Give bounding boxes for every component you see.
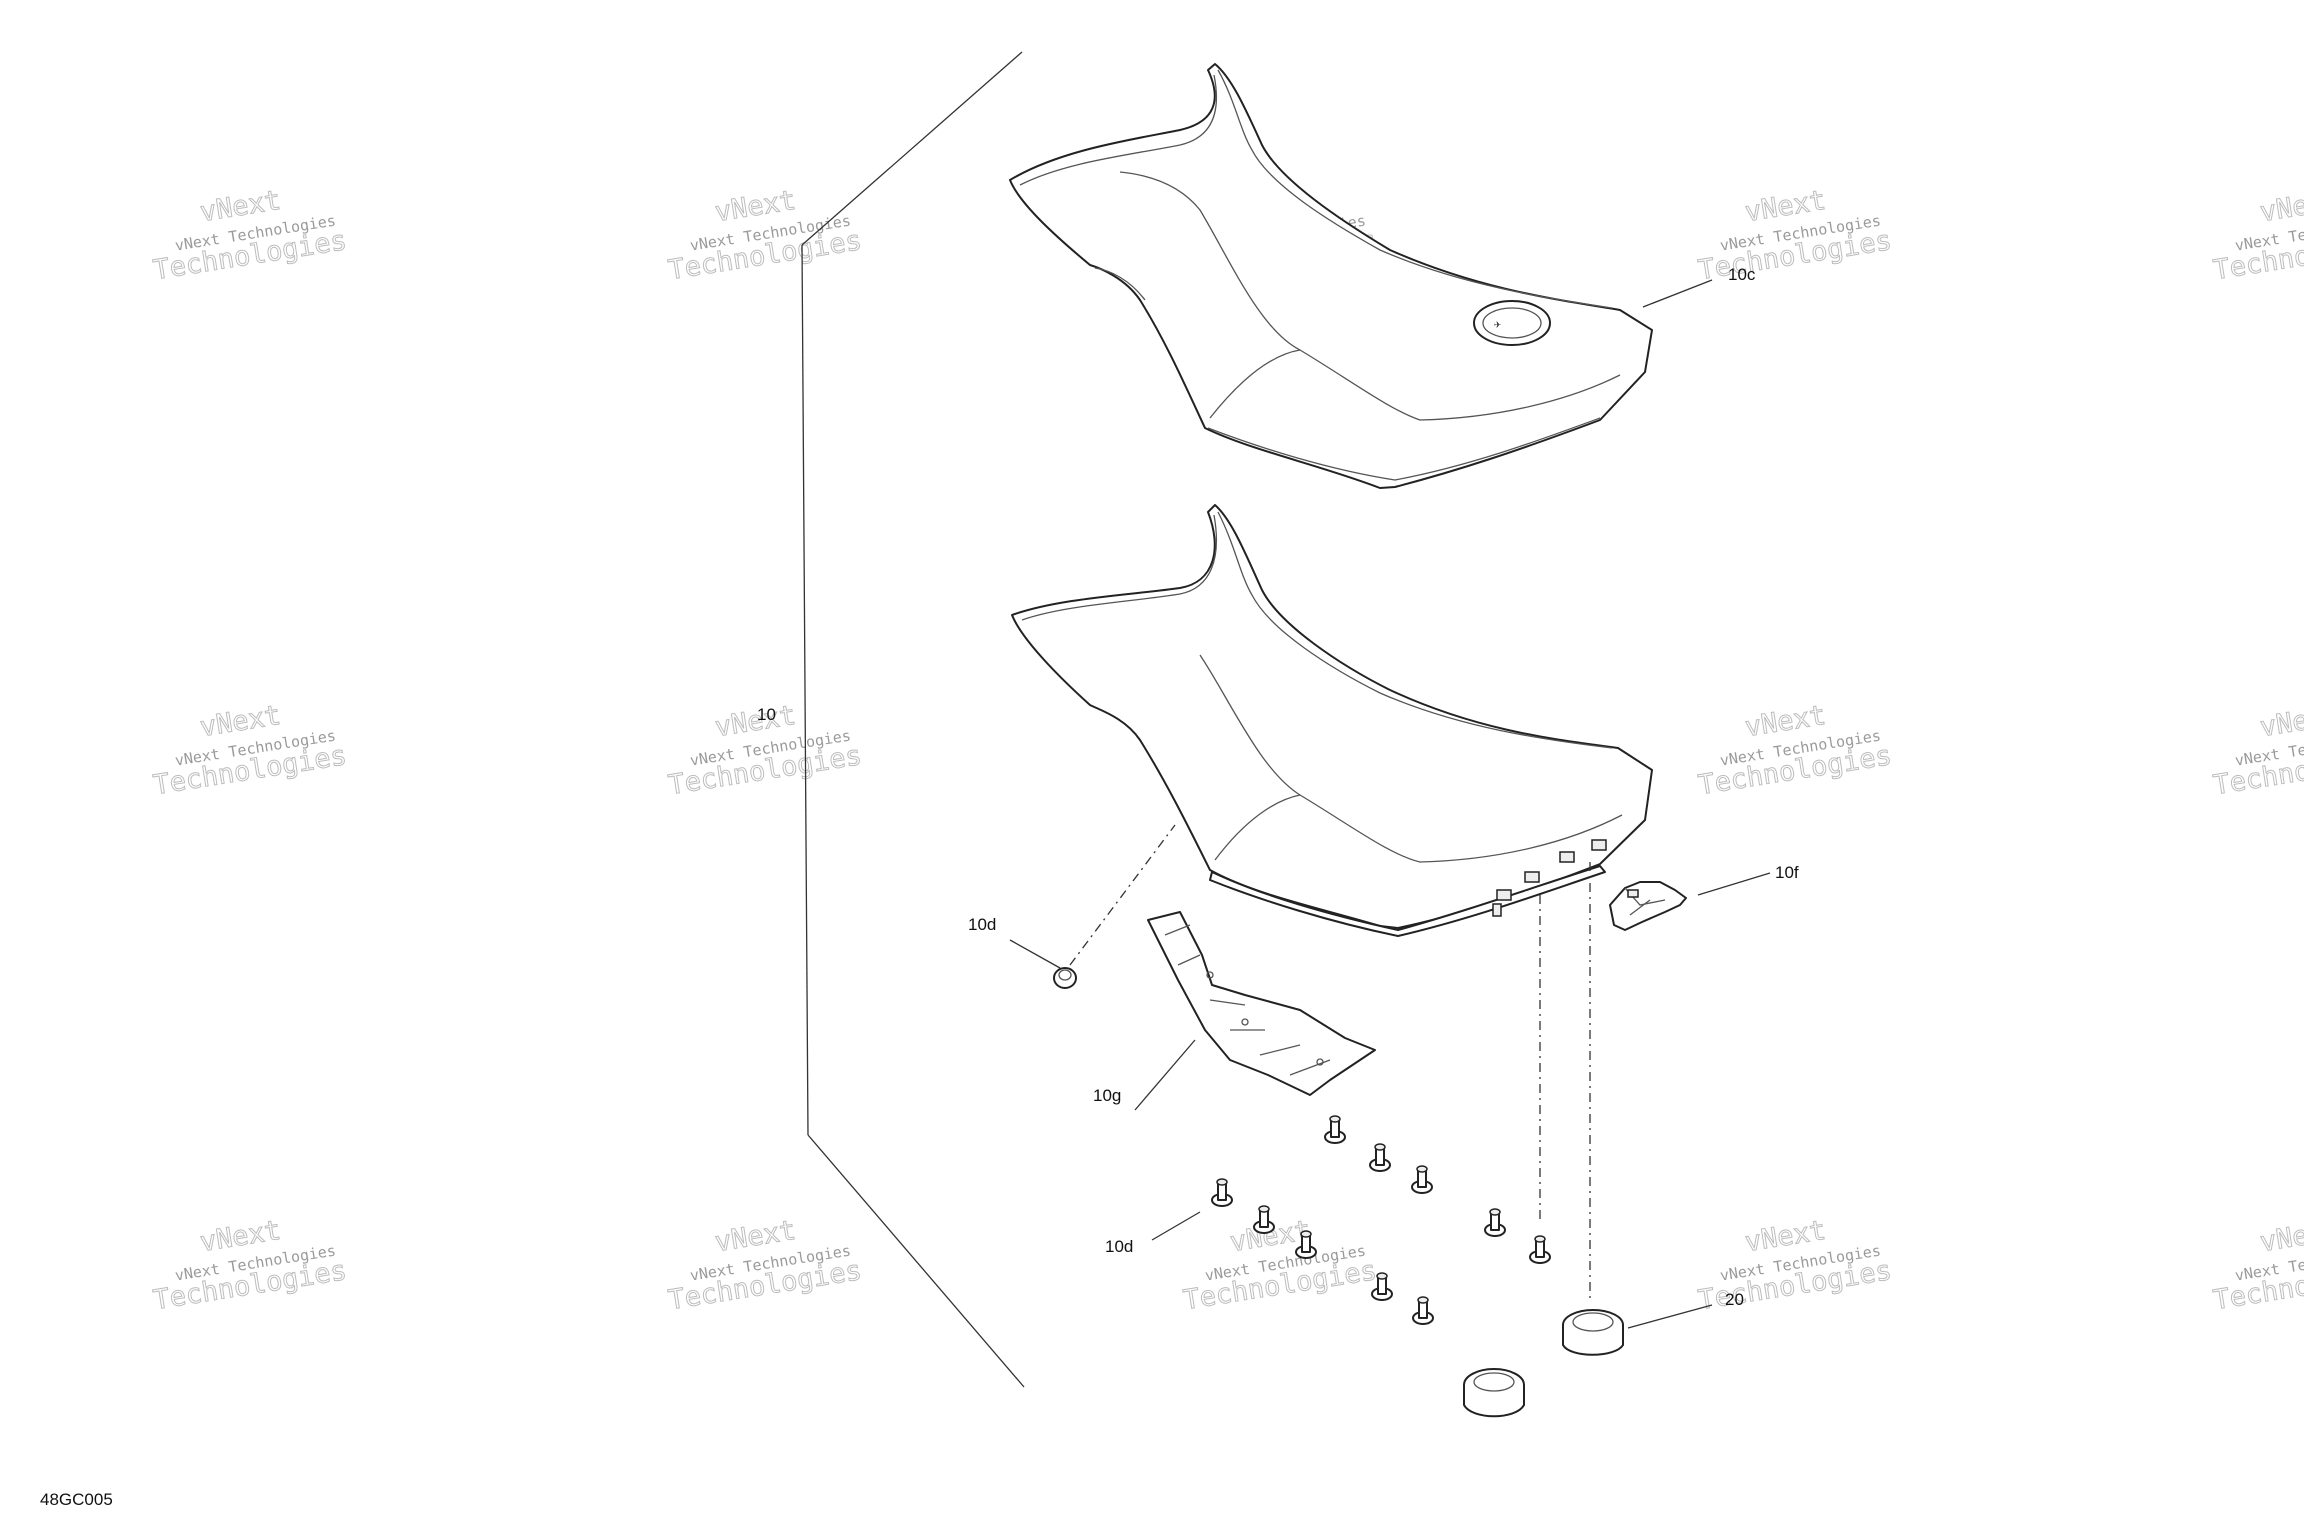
stud xyxy=(1484,1208,1506,1237)
leader-lines xyxy=(1009,279,1771,1329)
watermark-text: vNext xyxy=(2258,185,2304,228)
watermark-text: vNext xyxy=(2258,1215,2304,1258)
stud xyxy=(1411,1165,1433,1194)
stud xyxy=(1295,1230,1317,1259)
bracket xyxy=(1609,881,1687,931)
stud xyxy=(1529,1235,1551,1264)
callout-knob: 20 xyxy=(1725,1290,1744,1309)
callout-assembly: 10 xyxy=(757,705,776,724)
callout-pad: 10g xyxy=(1093,1086,1121,1105)
foam-pad xyxy=(1147,911,1376,1096)
assembly-frame xyxy=(801,51,1025,1388)
stud xyxy=(1412,1296,1434,1325)
watermark-text: vNext xyxy=(2258,700,2304,743)
stud xyxy=(1253,1205,1275,1234)
stud xyxy=(1324,1115,1346,1144)
callout-cover: 10c xyxy=(1728,265,1756,284)
stud xyxy=(1369,1143,1391,1172)
callout-stud: 10d xyxy=(1105,1237,1133,1256)
seat-assembly xyxy=(1011,504,1653,937)
seat-cover: ✈ xyxy=(1009,63,1653,489)
stud-fasteners xyxy=(1211,1115,1551,1325)
knob-upper xyxy=(1562,1309,1624,1356)
stud xyxy=(1211,1178,1233,1207)
grommet xyxy=(1053,967,1077,989)
callout-grommet: 10d xyxy=(968,915,996,934)
knob-lower xyxy=(1463,1368,1525,1418)
svg-text:✈: ✈ xyxy=(1494,317,1501,331)
callout-labels: 10 10c 10d 10f 10g 10d 20 48GC005 xyxy=(40,265,1799,1509)
stud xyxy=(1371,1272,1393,1301)
callout-bracket: 10f xyxy=(1775,863,1799,882)
drawing-code: 48GC005 xyxy=(40,1490,113,1509)
